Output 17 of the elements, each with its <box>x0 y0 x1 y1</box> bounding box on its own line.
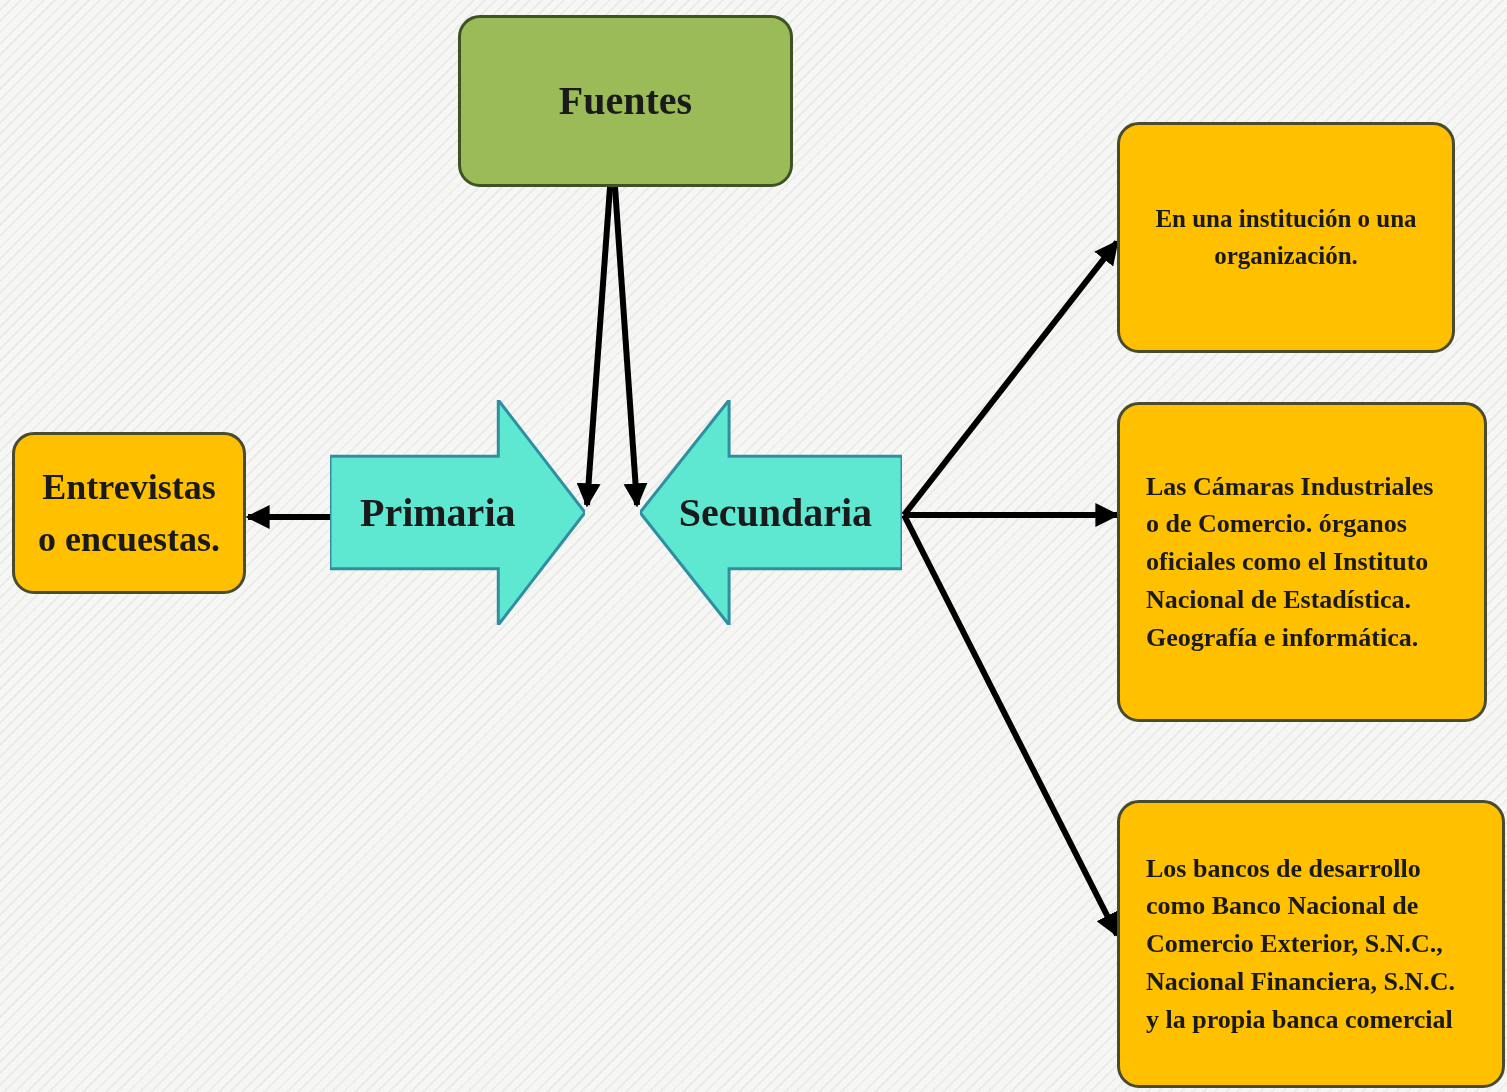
node-label: Los bancos de desarrollo como Banco Nacional de Comercio Exterior, S.N.C., Nacional Financiera, S.N.C. y la propia banca comercial <box>1146 852 1457 1036</box>
node-label: Entrevistas o encuestas. <box>37 465 221 561</box>
node-label: Primaria <box>360 488 516 537</box>
arrow <box>576 186 613 508</box>
arrow <box>612 186 648 508</box>
info-box <box>1117 800 1505 1088</box>
info-box <box>1117 122 1455 353</box>
block-arrow <box>330 400 585 625</box>
node-label: En una institución o una organización. <box>1154 204 1418 271</box>
info-box <box>12 432 246 594</box>
arrow <box>245 505 330 529</box>
node-label: Secundaria <box>678 488 872 537</box>
node-label: Las Cámaras Industriales o de Comercio. órganos oficiales como el Instituto Nacional de Estadística. Geografía e informática. <box>1146 470 1435 654</box>
node-label: Fuentes <box>558 77 693 125</box>
title-box <box>458 15 793 187</box>
block-arrow <box>640 400 902 625</box>
info-box <box>1117 402 1487 722</box>
